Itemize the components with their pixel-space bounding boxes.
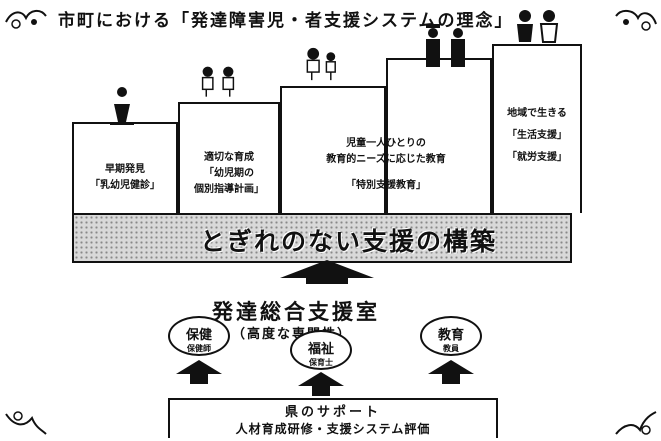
up-arrow-icon (280, 260, 374, 284)
stage-line: 「特別支援教育」 (346, 180, 426, 191)
flower-ornament-icon (5, 10, 47, 29)
baby-figure-icon (110, 87, 134, 125)
oval-health: 保健 保健師 (168, 316, 230, 356)
up-arrow-icon (176, 360, 222, 384)
stage-line: 個別指導計画」 (194, 184, 264, 195)
page-title: 市町における「発達障害児・者支援システムの理念」 (58, 11, 514, 31)
prefecture-support-title: 県のサポート (284, 405, 381, 420)
stage-line: 地域で生きる (507, 108, 567, 119)
stage-special-education-text: 児童一人ひとりの 教育的ニーズに応じた教育 「特別支援教育」 (286, 136, 486, 194)
flower-ornament-icon (615, 411, 657, 435)
flower-ornament-icon (5, 411, 47, 435)
oval-education: 教育 教員 (420, 316, 482, 356)
oval-label: 保健 (185, 328, 212, 343)
stage-step-early-detection: 早期発見 「乳幼児健診」 (72, 122, 178, 213)
up-arrow-icon (298, 372, 344, 396)
stage-line: 「生活支援」 (507, 130, 567, 141)
oval-sub: 保健師 (187, 344, 211, 353)
prefecture-support-detail: 人材育成研修・支援システム評価 (235, 422, 431, 436)
stage-line: 児童一人ひとりの (346, 138, 426, 149)
oval-sub: 保育士 (309, 358, 333, 367)
oval-label: 福祉 (307, 342, 334, 357)
stage-line: 教育的ニーズに応じた教育 (326, 154, 446, 165)
stage-line: 適切な育成 (204, 152, 254, 163)
stage-step-special-education-right (386, 58, 492, 213)
oval-sub: 教員 (443, 344, 459, 353)
student-figures-icon (306, 47, 336, 81)
stage-step-early-childhood: 適切な育成 「幼児期の 個別指導計画」 (178, 102, 280, 213)
stage-line: 「乳幼児健診」 (90, 180, 160, 191)
stage-line: 早期発見 (105, 164, 145, 175)
stage-step-community-living: 地域で生きる 「生活支援」 「就労支援」 (492, 44, 582, 213)
oval-welfare: 福祉 保育士 (290, 330, 352, 370)
banner-title: とぎれのない支援の構築 (200, 227, 498, 256)
prefecture-support-box: 県のサポート 人材育成研修・支援システム評価 (168, 398, 498, 438)
oval-label: 教育 (437, 328, 464, 343)
up-arrow-icon (428, 360, 474, 384)
stage-line: 「就労支援」 (507, 152, 567, 163)
flower-ornament-icon (615, 10, 657, 31)
children-figures-icon (201, 66, 235, 97)
adults-figures-icon (517, 10, 559, 43)
stage-step-special-education-left (280, 86, 386, 213)
support-office-title: 発達総合支援室 (212, 300, 380, 324)
graduates-figures-icon (426, 24, 465, 67)
stage-line: 「幼児期の (204, 168, 254, 179)
